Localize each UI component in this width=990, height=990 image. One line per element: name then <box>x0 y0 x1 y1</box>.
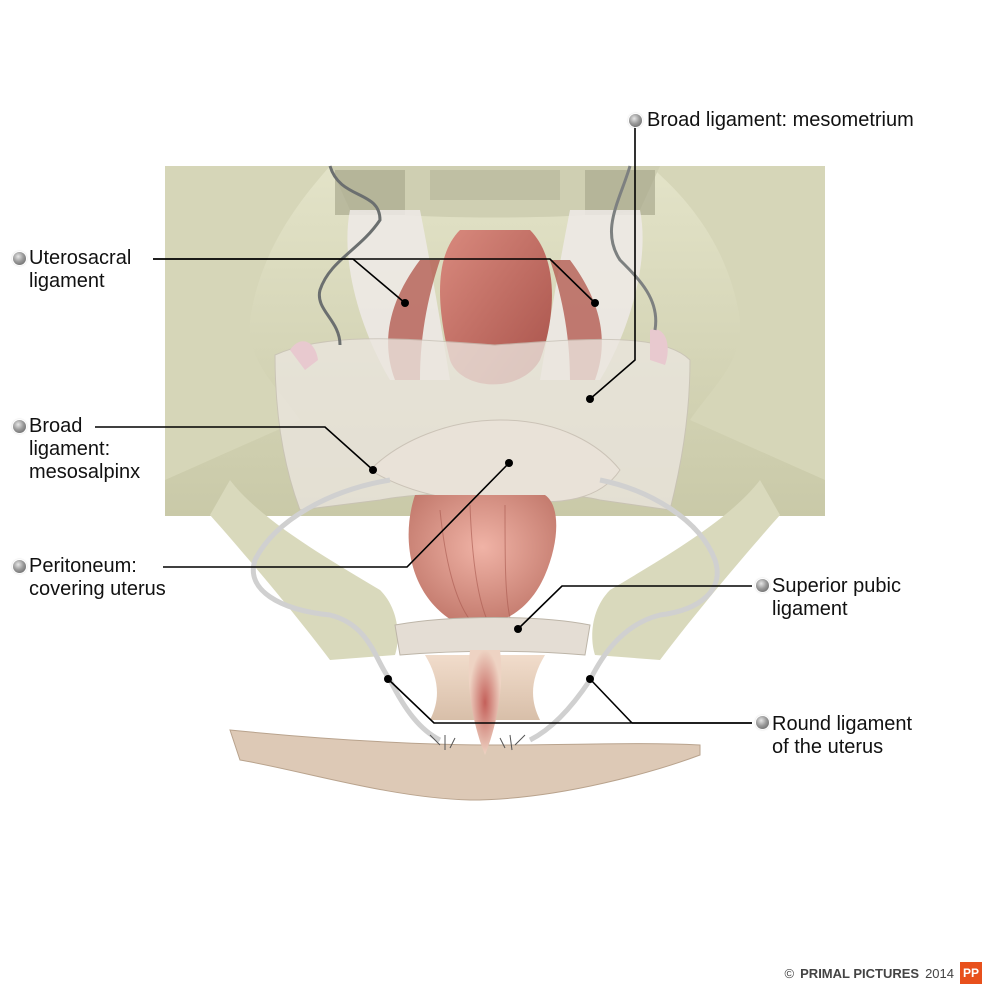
label-line: mesosalpinx <box>29 461 141 483</box>
round-ligaments <box>250 477 720 751</box>
label-broad-ligament-mesosalpinx: Broad ligament: mesosalpinx <box>29 415 140 484</box>
label-line: ligament <box>29 270 105 292</box>
leader-endpoints <box>369 299 599 683</box>
brand-name: PRIMAL PICTURES <box>800 965 920 981</box>
label-line: ligament <box>772 598 848 620</box>
bullet-icon <box>13 252 26 265</box>
bullet-icon <box>629 114 642 127</box>
label-line: covering uterus <box>29 578 166 600</box>
label-round-ligament: Round ligament of the uterus <box>772 713 912 759</box>
perineum <box>229 650 701 801</box>
bullet-icon <box>13 420 26 433</box>
copyright-symbol: © <box>784 965 795 981</box>
bullet-icon <box>13 560 26 573</box>
label-line: Broad ligament: mesometrium <box>647 109 914 131</box>
superior-pubic-ligament-shape <box>394 617 591 656</box>
copyright-footer: © PRIMAL PICTURES 2014 PP <box>785 962 982 984</box>
leader-lines <box>95 120 752 724</box>
label-line: ligament: <box>29 438 111 460</box>
broad-ligament-sheet <box>274 338 691 511</box>
label-line: Peritoneum: <box>29 555 137 577</box>
label-line: of the uterus <box>772 736 884 758</box>
fallopian-tubes <box>290 165 668 370</box>
label-line: Uterosacral <box>29 247 132 269</box>
label-line: Superior pubic <box>772 575 901 597</box>
bullet-icon <box>756 716 769 729</box>
bullet-icon <box>756 579 769 592</box>
label-peritoneum: Peritoneum: covering uterus <box>29 555 166 601</box>
label-broad-ligament-mesometrium: Broad ligament: mesometrium <box>647 109 914 132</box>
primal-pictures-logo-icon: PP <box>960 962 982 984</box>
label-superior-pubic-ligament: Superior pubic ligament <box>772 575 901 621</box>
label-line: Round ligament <box>772 713 913 735</box>
uterus <box>408 495 557 626</box>
label-line: Broad <box>29 415 83 437</box>
label-uterosacral-ligament: Uterosacral ligament <box>29 247 131 293</box>
copyright-year: 2014 <box>925 965 954 981</box>
